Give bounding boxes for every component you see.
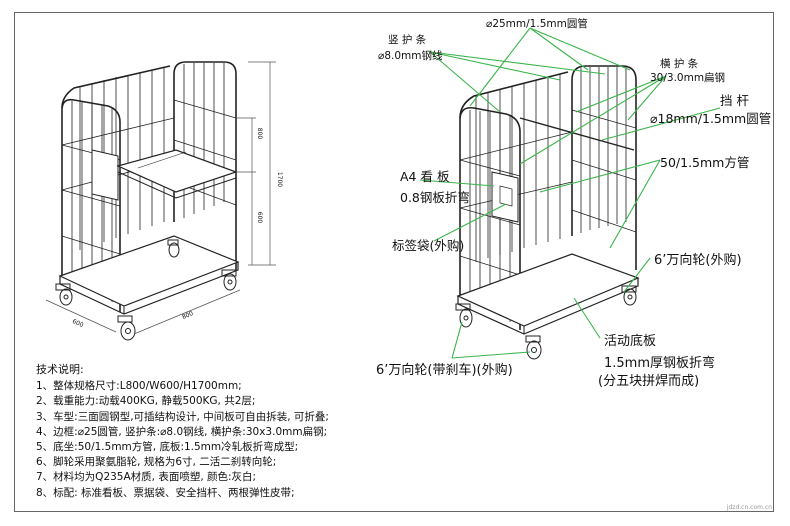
label-base-plate: 活动底板 xyxy=(604,334,657,349)
label-square-tube: 50/1.5mm方管 xyxy=(660,155,750,170)
right-cart xyxy=(455,65,640,360)
label-horizontal-guard: 横 护 条 xyxy=(660,58,699,70)
label-a4-board: A4 看 板 xyxy=(400,169,450,184)
dimension-upper-gap: 800 xyxy=(256,127,264,140)
notes-item: 4、边框:⌀25圆管, 竖护条:⌀8.0钢线, 横护条:30x3.0mm扁钢; xyxy=(36,425,328,438)
label-a4-board-spec: 0.8钢板折弯 xyxy=(400,190,470,205)
notes-title: 技术说明: xyxy=(36,363,84,376)
drawing-border xyxy=(14,12,774,512)
leader-lines xyxy=(419,27,721,359)
label-base-plate-spec1: 1.5mm厚钢板折弯 xyxy=(604,356,716,371)
label-bar-spec: ⌀18mm/1.5mm圆管 xyxy=(650,111,772,126)
notes-item: 1、整体规格尺寸:L800/W600/H1700mm; xyxy=(36,380,242,393)
label-bar: 挡 杆 xyxy=(720,93,749,108)
dimension-lower-gap: 600 xyxy=(256,211,264,224)
notes-item: 3、车型:三面圆钢型,可插结构设计, 中间板可自由拆装, 可折叠; xyxy=(36,410,329,423)
label-frame-tube: ⌀25mm/1.5mm圆管 xyxy=(486,18,588,30)
notes-item: 8、标配: 标准看板、票据袋、安全挡杆、两根弹性皮带; xyxy=(36,486,295,499)
label-base-plate-spec2: (分五块拼焊而成) xyxy=(598,374,700,389)
label-label-bag: 标签袋(外购) xyxy=(392,238,465,253)
label-caster: 6’万向轮(外购) xyxy=(654,253,742,268)
label-vertical-guard-spec: ⌀8.0mm钢线 xyxy=(378,50,443,62)
label-brake-caster: 6’万向轮(带刹车)(外购) xyxy=(376,363,513,378)
technical-notes: 技术说明: 1、整体规格尺寸:L800/W600/H1700mm; 2、载重能力… xyxy=(36,362,329,501)
label-horizontal-guard-spec: 30/3.0mm扁钢 xyxy=(650,72,726,84)
dimension-height: 1700 xyxy=(276,171,284,188)
left-cart xyxy=(45,61,276,341)
notes-item: 2、载重能力:动载400KG, 静载500KG, 共2层; xyxy=(36,395,256,408)
notes-item: 7、材料均为Q235A材质, 表面喷塑, 颜色:灰白; xyxy=(36,471,257,484)
notes-item: 6、脚轮采用聚氨脂轮, 规格为6寸, 二活二刹转向轮; xyxy=(36,456,277,469)
watermark: jdzd.cn.com.cn xyxy=(726,504,772,511)
notes-item: 5、底坐:50/1.5mm方管, 底板:1.5mm冷轧板折弯成型; xyxy=(36,441,299,454)
label-vertical-guard: 竖 护 条 xyxy=(388,34,427,46)
